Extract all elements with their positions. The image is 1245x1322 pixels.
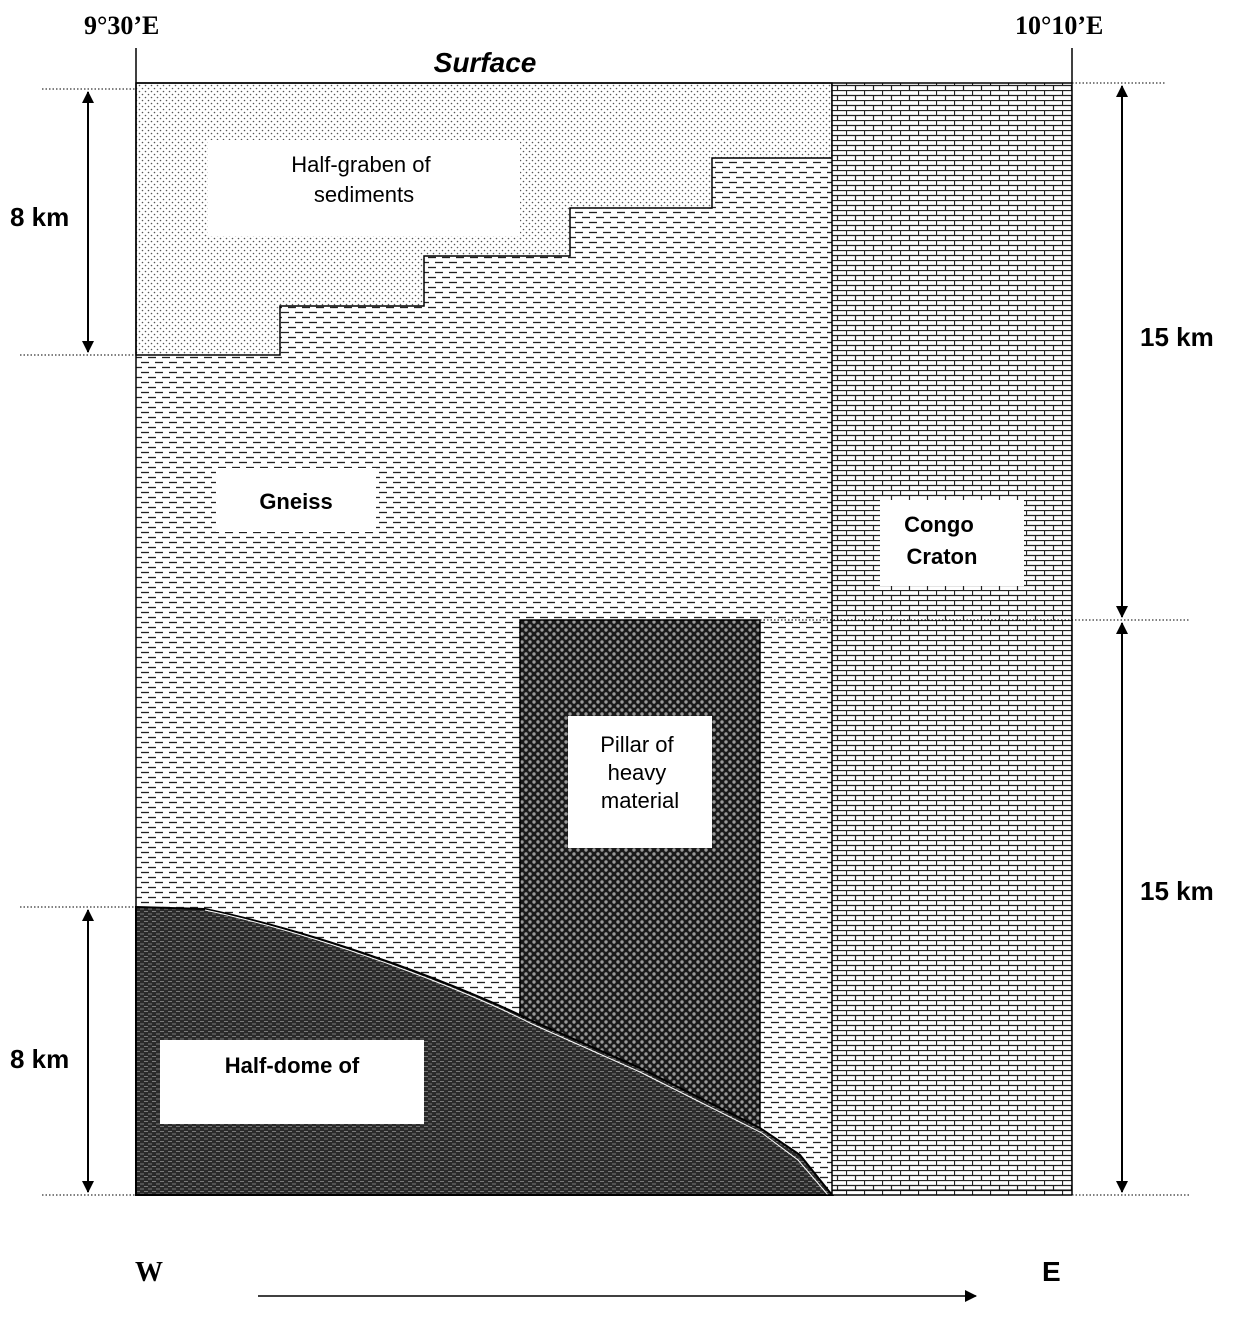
gneiss-label-box <box>216 468 376 532</box>
west-coordinate-label: 9°30’E <box>84 11 159 40</box>
pillar-label-box <box>568 716 712 848</box>
gneiss-label: Gneiss <box>259 489 332 514</box>
dome-label-box <box>160 1040 424 1124</box>
pillar-label-line-3: material <box>601 788 679 813</box>
west-direction-label: W <box>135 1257 163 1288</box>
dome-label: Half-dome of <box>225 1053 360 1078</box>
sediments-label-line-2: sediments <box>314 182 414 207</box>
pillar-label-line-2: heavy <box>608 760 667 785</box>
craton-label: Congo Craton <box>904 512 980 569</box>
depth-label-right-top: 15 km <box>1140 322 1214 352</box>
depth-label-left-bottom: 8 km <box>10 1044 69 1074</box>
craton-label-box <box>880 500 1024 586</box>
sediments-label-line-1: Half-graben of <box>291 152 431 177</box>
depth-label-right-bottom: 15 km <box>1140 876 1214 906</box>
craton-unit <box>832 83 1072 1195</box>
depth-label-left-top: 8 km <box>10 202 69 232</box>
pillar-label: Pillar of heavy material <box>600 732 679 813</box>
sediments-label: Half-graben of sediments <box>291 152 437 207</box>
pillar-label-line-1: Pillar of <box>600 732 674 757</box>
sediments-label-box <box>208 140 520 236</box>
surface-label: Surface <box>434 47 537 78</box>
dome-outline-trace <box>204 909 829 1196</box>
craton-label-line-2: Craton <box>907 544 978 569</box>
craton-label-line-1: Congo <box>904 512 974 537</box>
east-coordinate-label: 10°10’E <box>1015 11 1103 40</box>
east-direction-label: E <box>1042 1256 1061 1287</box>
